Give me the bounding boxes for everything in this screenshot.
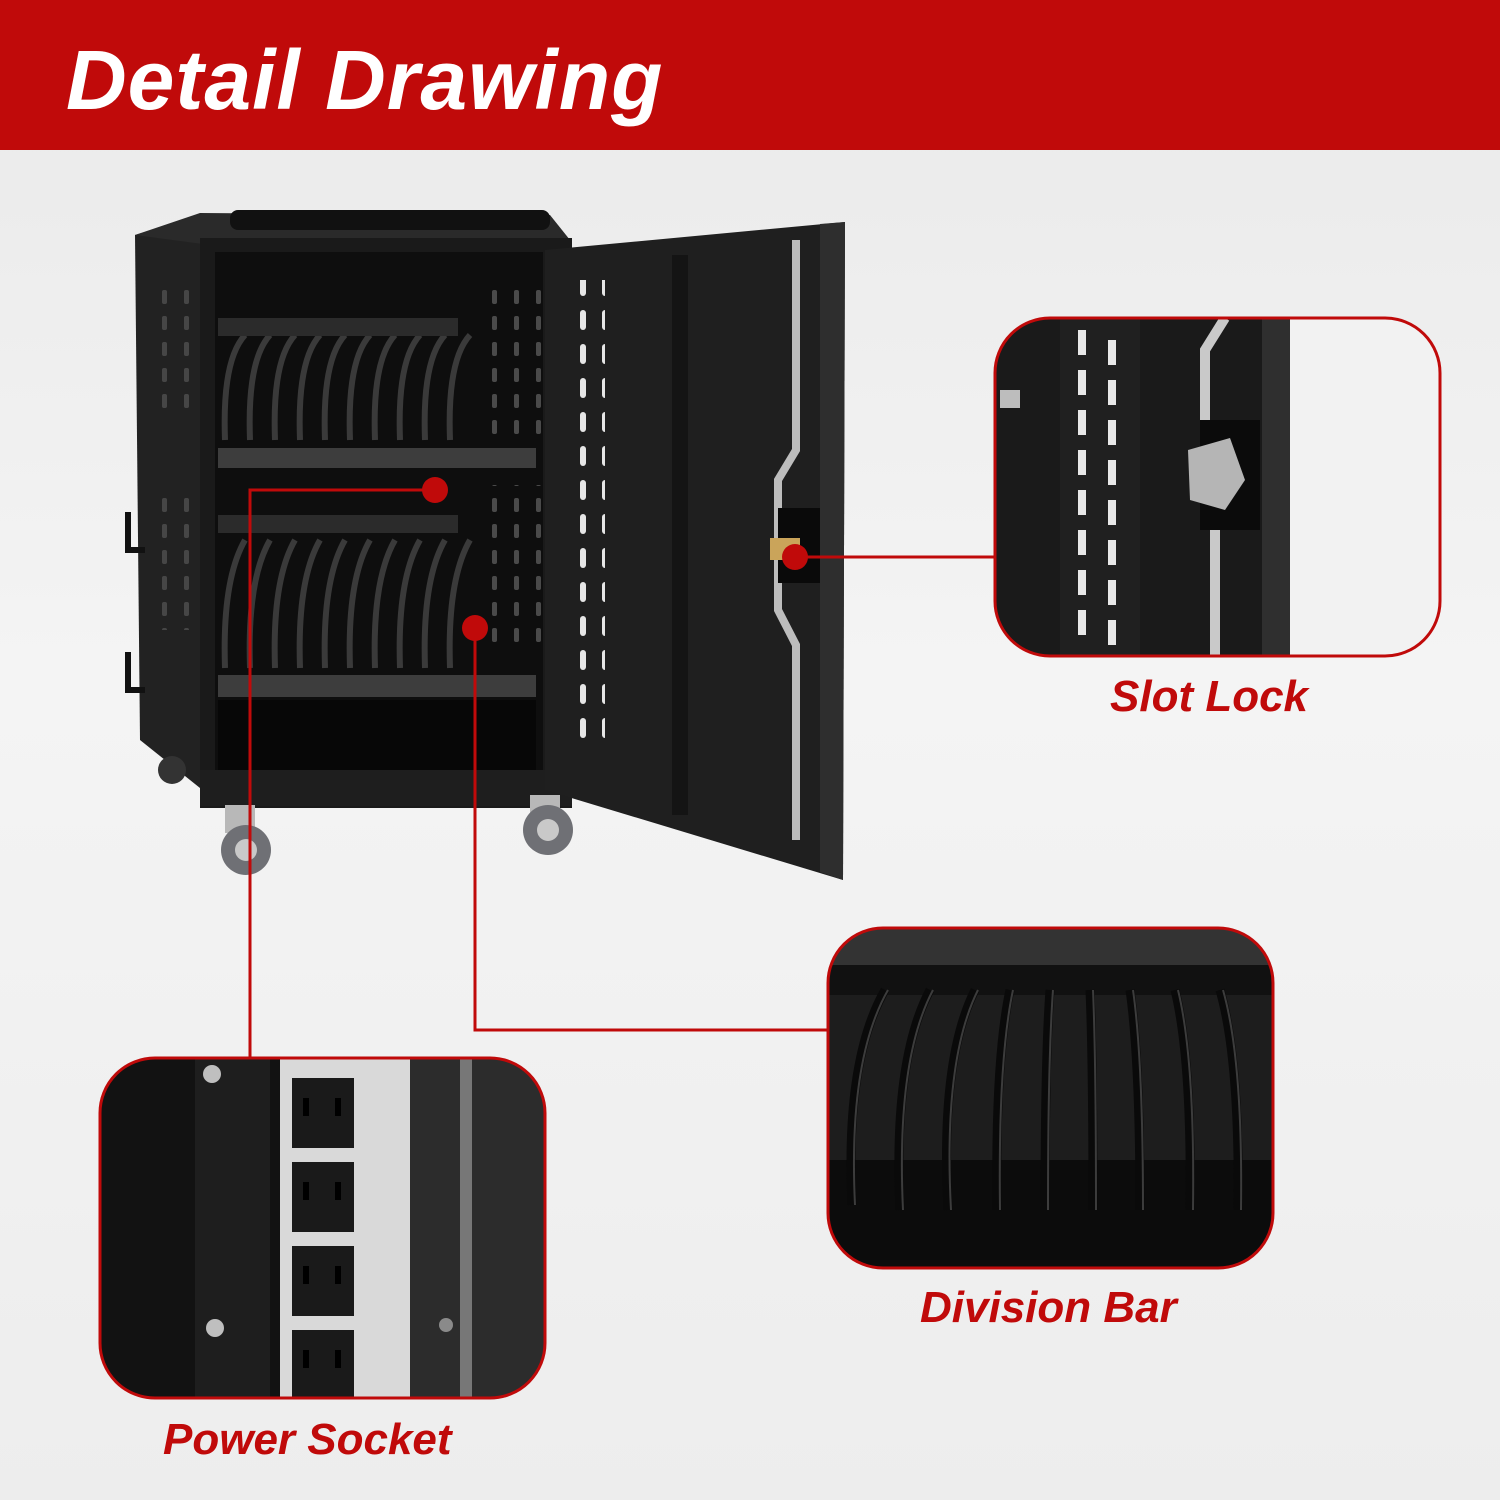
division-bar-zoom bbox=[828, 928, 1273, 1268]
slot-lock-label: Slot Lock bbox=[1110, 672, 1309, 721]
power-socket-zoom bbox=[100, 1058, 545, 1398]
page-title: Detail Drawing bbox=[66, 33, 664, 127]
callout-leaders bbox=[248, 488, 997, 1060]
slot-lock-zoom bbox=[995, 318, 1440, 656]
division-bar-label: Division Bar bbox=[920, 1283, 1177, 1332]
callout-dots bbox=[422, 477, 808, 641]
header-banner: Detail Drawing bbox=[0, 0, 1500, 150]
power-socket-label: Power Socket bbox=[163, 1415, 452, 1464]
charging-cabinet bbox=[125, 210, 845, 880]
